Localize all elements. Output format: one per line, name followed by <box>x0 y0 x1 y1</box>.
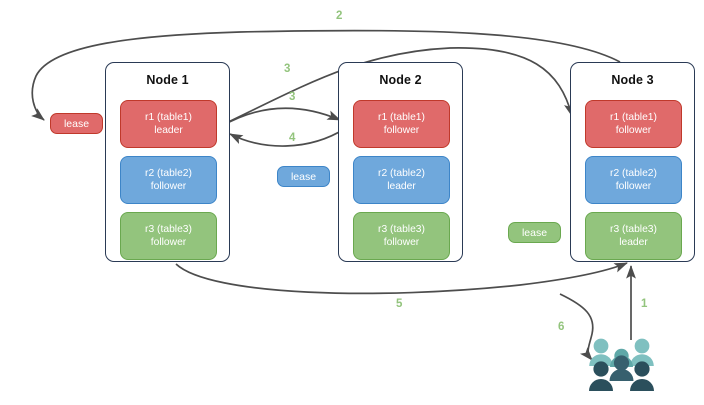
node-title: Node 3 <box>611 73 654 87</box>
replica-role: follower <box>150 181 187 192</box>
replica-r3[interactable]: r3 (table3) follower <box>353 212 450 260</box>
node-title: Node 2 <box>379 73 422 87</box>
step-label-3-upper: 3 <box>284 63 291 75</box>
replica-role: leader <box>154 125 183 136</box>
replica-name: r1 (table1) <box>145 112 192 123</box>
replica-role: leader <box>387 181 416 192</box>
replica-name: r2 (table2) <box>145 168 192 179</box>
node-title: Node 1 <box>146 73 189 87</box>
replica-r2[interactable]: r2 (table2) leader <box>353 156 450 204</box>
edge-4-node2-to-node1 <box>229 127 347 147</box>
replica-r2[interactable]: r2 (table2) follower <box>585 156 682 204</box>
users-icon <box>589 338 654 391</box>
replica-role: follower <box>615 181 652 192</box>
replica-name: r2 (table2) <box>610 168 657 179</box>
edge-3-node1-to-node2 <box>221 107 341 127</box>
edge-5-node1-to-node3 <box>175 262 628 295</box>
replica-r1[interactable]: r1 (table1) leader <box>120 100 217 148</box>
replica-role: follower <box>383 125 420 136</box>
lease-badge-blue[interactable]: lease <box>277 166 330 187</box>
replica-name: r1 (table1) <box>610 112 657 123</box>
replica-name: r3 (table3) <box>145 224 192 235</box>
step-label-4: 4 <box>289 132 296 144</box>
lease-badge-green[interactable]: lease <box>508 222 561 243</box>
step-label-2: 2 <box>336 10 343 22</box>
node-card-3[interactable]: Node 3 r1 (table1) follower r2 (table2) … <box>570 62 695 262</box>
replica-name: r3 (table3) <box>378 224 425 235</box>
step-label-5: 5 <box>396 298 403 310</box>
replica-name: r2 (table2) <box>378 168 425 179</box>
lease-badge-red[interactable]: lease <box>50 113 103 134</box>
replica-name: r3 (table3) <box>610 224 657 235</box>
step-label-3-lower: 3 <box>289 91 296 103</box>
step-label-1: 1 <box>641 298 648 310</box>
replica-role: follower <box>383 237 420 248</box>
replica-role: leader <box>619 237 648 248</box>
step-label-6: 6 <box>558 321 565 333</box>
node-card-2[interactable]: Node 2 r1 (table1) follower r2 (table2) … <box>338 62 463 262</box>
replica-role: follower <box>615 125 652 136</box>
replica-r2[interactable]: r2 (table2) follower <box>120 156 217 204</box>
replica-r1[interactable]: r1 (table1) follower <box>353 100 450 148</box>
replica-r3[interactable]: r3 (table3) leader <box>585 212 682 260</box>
replica-role: follower <box>150 237 187 248</box>
replica-r1[interactable]: r1 (table1) follower <box>585 100 682 148</box>
replica-r3[interactable]: r3 (table3) follower <box>120 212 217 260</box>
replica-name: r1 (table1) <box>378 112 425 123</box>
node-card-1[interactable]: Node 1 r1 (table1) leader r2 (table2) fo… <box>105 62 230 262</box>
